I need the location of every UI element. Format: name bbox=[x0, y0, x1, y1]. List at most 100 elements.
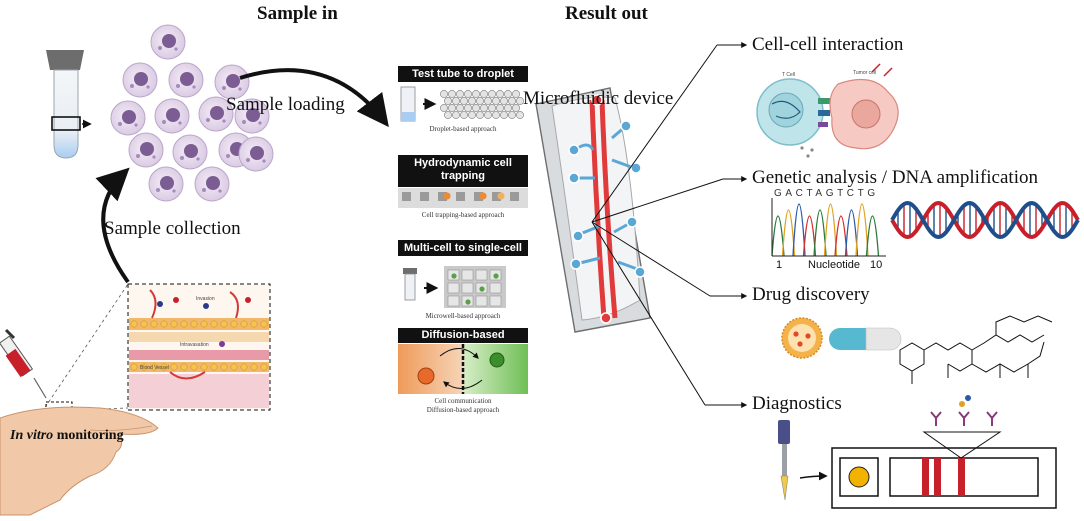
droplet-icon bbox=[492, 111, 500, 119]
microwell-icon bbox=[475, 269, 488, 281]
tumor-cell-icon bbox=[245, 297, 251, 303]
panel-microwell-art bbox=[403, 266, 506, 308]
organelle-icon bbox=[222, 86, 226, 90]
organelle-icon bbox=[238, 87, 242, 91]
microwell-icon bbox=[489, 295, 502, 307]
sample-loading-arrow bbox=[239, 68, 389, 128]
drug-discovery-art bbox=[781, 315, 1053, 384]
tissue-cell-icon bbox=[130, 363, 138, 371]
organelle-icon bbox=[158, 46, 162, 50]
droplet-icon bbox=[456, 104, 464, 112]
organelle-icon bbox=[146, 85, 150, 89]
organelle-icon bbox=[196, 157, 200, 161]
trapped-cell-icon bbox=[497, 192, 505, 200]
cell-nucleus-icon bbox=[162, 34, 176, 48]
microwell-icon bbox=[447, 282, 460, 294]
result-genetic-analysis: Genetic analysis / DNA amplification bbox=[752, 167, 1038, 188]
single-cell-icon bbox=[451, 273, 457, 279]
droplet-icon bbox=[452, 97, 460, 105]
microwell-icon bbox=[489, 282, 502, 294]
trap-icon bbox=[438, 192, 447, 201]
tissue-inset bbox=[127, 283, 271, 411]
droplet-icon bbox=[472, 90, 480, 98]
device-well-icon bbox=[626, 216, 638, 228]
trapped-cell-icon bbox=[443, 192, 451, 200]
droplet-icon bbox=[468, 111, 476, 119]
tissue-cell-icon bbox=[170, 363, 178, 371]
droplet-icon bbox=[440, 90, 448, 98]
organelle-icon bbox=[118, 122, 122, 126]
cell-interaction-art bbox=[756, 63, 899, 158]
chromatogram-peak bbox=[792, 203, 806, 257]
nucleotide-axis-title: Nucleotide bbox=[808, 259, 860, 271]
panel-title-diffusion: Diffusion-based bbox=[398, 328, 528, 343]
tissue-cell-icon bbox=[150, 363, 158, 371]
cell-nucleus-icon bbox=[246, 108, 260, 122]
device-well-icon bbox=[630, 162, 642, 174]
droplet-icon bbox=[516, 97, 524, 105]
trap-icon bbox=[456, 192, 465, 201]
chromatogram-peak bbox=[802, 215, 817, 257]
chromatogram-peak bbox=[781, 209, 796, 257]
tissue-cell-icon bbox=[180, 363, 188, 371]
tissue-cell-icon bbox=[240, 363, 248, 371]
panel-title-droplet: Test tube to droplet bbox=[398, 66, 528, 82]
tissue-cell-icon bbox=[250, 320, 258, 328]
tissue-cell-icon bbox=[210, 320, 218, 328]
chromatogram-peak bbox=[855, 203, 869, 257]
tumor-cell-icon bbox=[157, 301, 163, 307]
droplet-icon bbox=[460, 111, 468, 119]
droplet-icon bbox=[512, 90, 520, 98]
tissue-cell-icon bbox=[160, 363, 168, 371]
tissue-cell-icon bbox=[140, 320, 148, 328]
dna-helix-art bbox=[890, 200, 1080, 240]
device-well-icon bbox=[568, 144, 580, 156]
microfluidic-device-label: Microfluidic device bbox=[523, 88, 674, 109]
syringe-icon bbox=[0, 328, 47, 399]
organelle-icon bbox=[192, 85, 196, 89]
organelle-icon bbox=[134, 123, 138, 127]
tissue-cell-icon bbox=[240, 320, 248, 328]
organelle-icon bbox=[180, 156, 184, 160]
organelle-icon bbox=[178, 121, 182, 125]
droplet-icon bbox=[500, 111, 508, 119]
trap-icon bbox=[402, 192, 411, 201]
device-well-icon bbox=[634, 266, 646, 278]
sample-loading-label: Sample loading bbox=[226, 94, 345, 115]
droplet-icon bbox=[508, 97, 516, 105]
tissue-cell-icon bbox=[160, 320, 168, 328]
tumor-cell-icon bbox=[219, 341, 225, 347]
panel-diffusion-art bbox=[398, 344, 528, 394]
cell-nucleus-icon bbox=[226, 74, 240, 88]
organelle-icon bbox=[156, 188, 160, 192]
single-cell-icon bbox=[465, 299, 471, 305]
droplet-icon bbox=[460, 97, 468, 105]
heading-result-out: Result out bbox=[565, 3, 648, 24]
tissue-label-invasion: Invasion bbox=[196, 296, 215, 302]
droplet-icon bbox=[496, 90, 504, 98]
chromatogram-art bbox=[771, 198, 886, 257]
microwell-icon bbox=[447, 295, 460, 307]
microwell-icon bbox=[461, 282, 474, 294]
device-well-icon bbox=[591, 94, 603, 106]
organelle-icon bbox=[206, 118, 210, 122]
tissue-label-blood-vessel: Blood Vessel bbox=[140, 365, 169, 371]
organelle-icon bbox=[174, 47, 178, 51]
microwell-icon bbox=[461, 269, 474, 281]
organelle-icon bbox=[246, 158, 250, 162]
cell-nucleus-icon bbox=[180, 72, 194, 86]
trap-icon bbox=[510, 192, 519, 201]
panel-caption-diffusion-1: Cell communication bbox=[434, 397, 492, 405]
organelle-icon bbox=[172, 189, 176, 193]
diagnostics-art bbox=[778, 395, 1057, 509]
droplet-icon bbox=[504, 104, 512, 112]
result-diagnostics: Diagnostics bbox=[752, 393, 842, 414]
panel-caption-trapping: Cell trapping-based approach bbox=[421, 211, 505, 219]
tissue-cell-icon bbox=[170, 320, 178, 328]
heading-sample-in: Sample in bbox=[257, 3, 338, 24]
cell-nucleus-icon bbox=[160, 176, 174, 190]
dna-sequence: GACTAGTCTG bbox=[774, 188, 879, 199]
sample-collection-arrow bbox=[95, 167, 130, 284]
trap-icon bbox=[474, 192, 483, 201]
cell-nucleus-icon bbox=[140, 142, 154, 156]
